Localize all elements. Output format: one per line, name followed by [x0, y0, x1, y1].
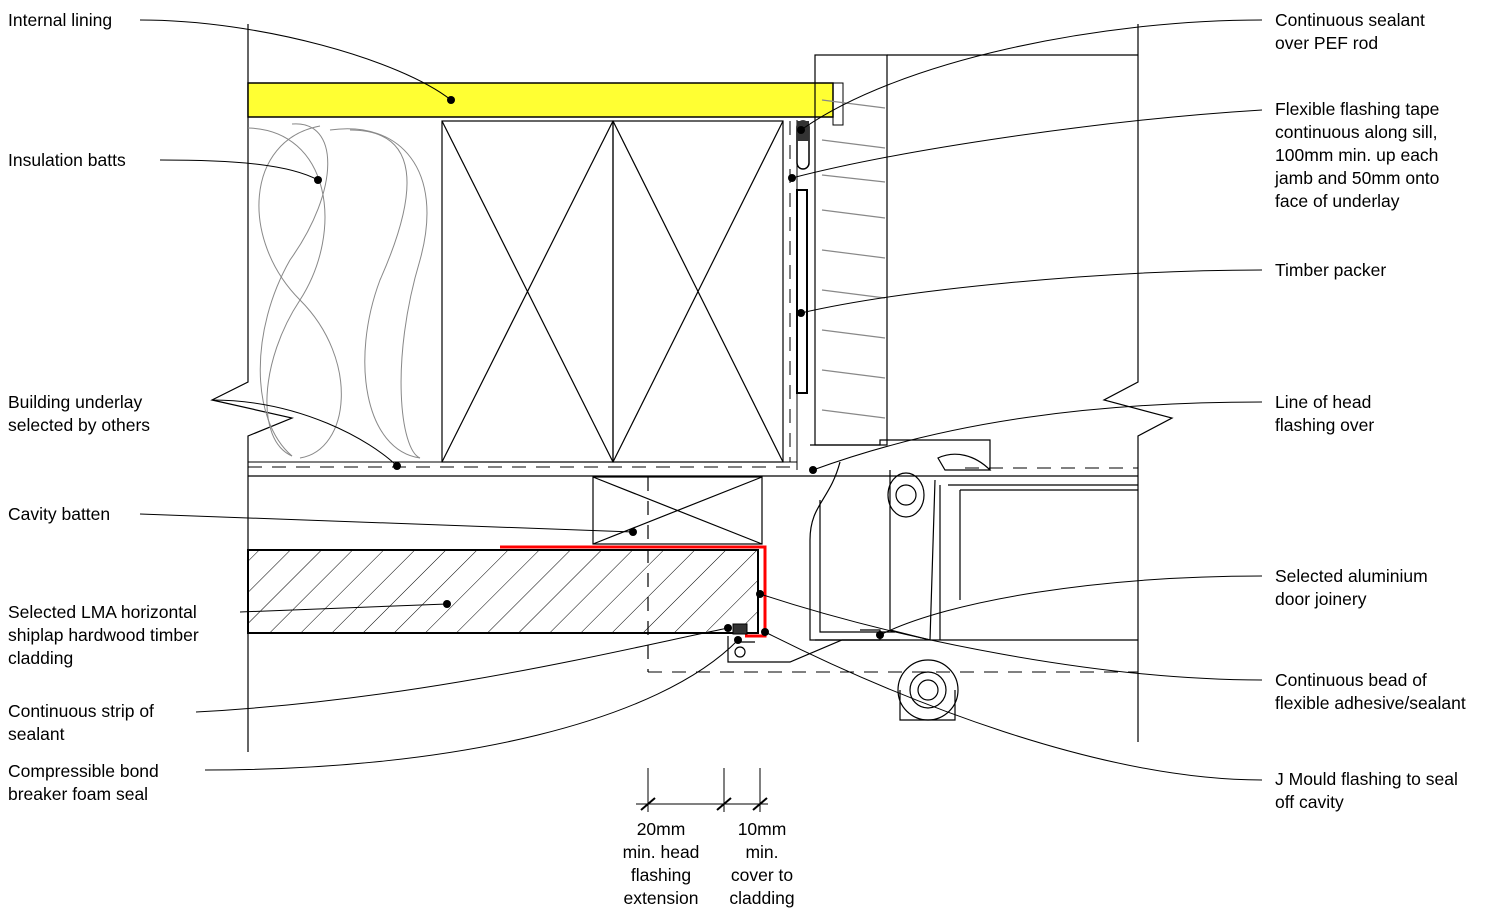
label-cladding: Selected LMA horizontal shiplap hardwood… — [8, 602, 199, 668]
label-timber-packer: Timber packer — [1275, 260, 1387, 280]
leader-lines — [139, 19, 1263, 781]
timber-packer — [814, 54, 1138, 446]
building-underlay — [248, 120, 798, 470]
label-insulation-batts: Insulation batts — [8, 150, 126, 170]
dimension-head-extension: 20mm min. head flashing extension — [622, 819, 700, 908]
dimension-lines — [636, 768, 768, 812]
label-foam-seal: Compressible bond breaker foam seal — [8, 761, 159, 804]
label-sealant-strip: Continuous strip of sealant — [8, 701, 154, 744]
dimension-cover: 10mm min. cover to cladding — [729, 819, 795, 908]
label-adhesive-bead: Continuous bead of flexible adhesive/sea… — [1275, 670, 1466, 713]
internal-lining — [247, 82, 834, 118]
label-internal-lining: Internal lining — [8, 10, 113, 30]
leader-dots — [314, 96, 884, 644]
lining-end-trim — [832, 82, 844, 126]
label-flashing-tape: Flexible flashing tape continuous along … — [1275, 99, 1440, 211]
label-cavity-batten: Cavity batten — [8, 504, 111, 524]
insulation-batts — [247, 123, 428, 459]
flexible-flashing-tape — [500, 545, 767, 638]
label-continuous-sealant: Continuous sealant over PEF rod — [1275, 10, 1425, 53]
label-head-flashing: Line of head flashing over — [1275, 392, 1375, 435]
label-j-mould: J Mould flashing to seal off cavity — [1275, 769, 1458, 812]
framing-studs — [441, 120, 784, 463]
label-door-joinery: Selected aluminium door joinery — [1275, 566, 1428, 609]
packer-strip — [796, 189, 808, 394]
foam-seal — [732, 623, 748, 635]
wall-outline — [210, 24, 1174, 752]
timber-cladding — [247, 549, 759, 634]
aluminium-door-joinery — [809, 439, 1138, 721]
label-building-underlay: Building underlay selected by others — [8, 392, 151, 435]
